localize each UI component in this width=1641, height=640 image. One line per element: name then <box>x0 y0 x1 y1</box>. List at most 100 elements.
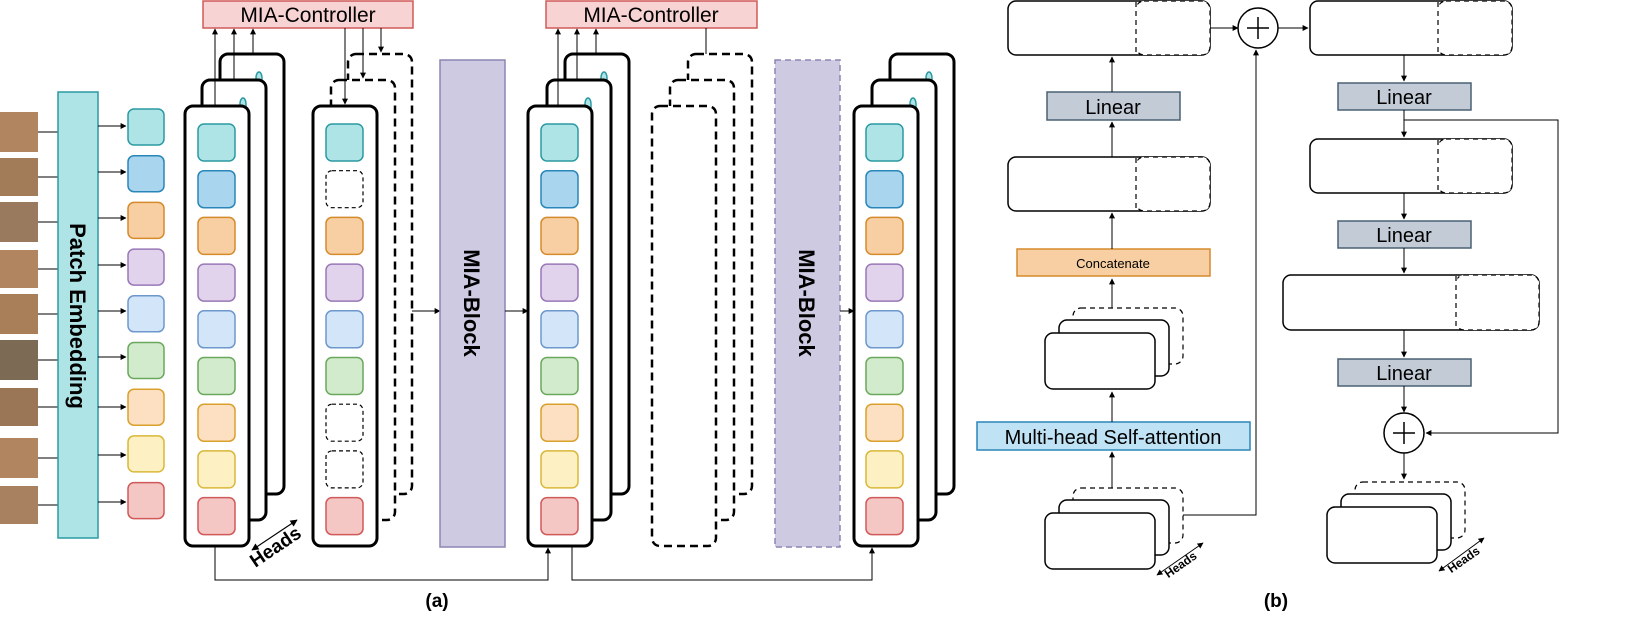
token <box>197 123 236 162</box>
linear-right-1-label: Linear <box>1376 87 1432 109</box>
patch-embedding-label: Patch Embedding <box>65 223 90 409</box>
projected-feature <box>1007 0 1211 56</box>
mhsa-block <box>976 421 1251 451</box>
token <box>197 450 236 489</box>
panel-b: Heads Multi-head Self-attention Concaten… <box>976 0 1559 612</box>
token <box>325 216 364 256</box>
heads-label-b-right: Heads <box>1445 543 1483 575</box>
token <box>197 216 236 256</box>
linear-block-left <box>1046 91 1181 121</box>
masked-token-stack-1 <box>311 52 414 548</box>
image-patch <box>0 438 38 478</box>
image-patch <box>0 294 38 334</box>
residual-feature <box>1309 0 1513 56</box>
concatenate-label: Concatenate <box>1076 256 1150 271</box>
token <box>865 216 904 256</box>
token <box>540 310 579 349</box>
token <box>325 496 364 536</box>
token <box>197 310 236 349</box>
token <box>127 295 165 333</box>
token <box>540 403 579 442</box>
token <box>127 388 165 426</box>
token <box>325 123 364 162</box>
heads-label-b-left: Heads <box>1162 548 1200 580</box>
token <box>865 169 904 209</box>
head-output-stack <box>1326 481 1466 564</box>
token <box>540 496 579 536</box>
masked-token <box>325 403 364 442</box>
linear-block-right-3 <box>1337 358 1472 387</box>
caption-a: (a) <box>425 591 448 612</box>
mlp-feature-1 <box>1309 138 1513 194</box>
mia-block-1-label: MIA-Block <box>459 249 484 357</box>
token <box>865 403 904 442</box>
token <box>865 123 904 162</box>
image-patch <box>0 112 38 152</box>
token <box>197 169 236 209</box>
token-group <box>540 123 579 536</box>
token <box>127 435 165 473</box>
image-patch <box>0 158 38 196</box>
token <box>127 201 165 240</box>
token <box>540 356 579 396</box>
mia-block-2 <box>774 59 841 548</box>
add-icon-top <box>1237 7 1279 49</box>
token <box>127 481 165 520</box>
mia-controller-1-label: MIA-Controller <box>240 4 375 27</box>
mia-block-1 <box>439 59 506 548</box>
image-patch <box>0 250 38 288</box>
token <box>127 248 165 286</box>
token <box>540 123 579 162</box>
token-group <box>325 123 364 536</box>
image-patch <box>0 486 38 524</box>
mhsa-label: Multi-head Self-attention <box>1005 427 1222 449</box>
token <box>540 263 579 302</box>
token <box>865 356 904 396</box>
linear-right-2-label: Linear <box>1376 225 1432 247</box>
token <box>540 169 579 209</box>
token-heads-stack-2 <box>526 52 631 548</box>
attention-output-stack <box>1044 307 1184 390</box>
head-input-stack <box>1044 487 1184 570</box>
concatenated-feature <box>1007 156 1211 212</box>
token <box>127 341 165 380</box>
input-image-patches <box>0 112 38 524</box>
mia-controller-2 <box>545 0 758 29</box>
token <box>865 450 904 489</box>
mia-controller-1 <box>202 0 414 29</box>
token-heads-stack-3 <box>852 52 956 548</box>
concatenate-block <box>1016 248 1211 277</box>
token <box>540 216 579 256</box>
token <box>197 263 236 302</box>
token <box>127 154 165 193</box>
masked-token-stack-2 <box>650 52 754 548</box>
linear-block-right-1 <box>1337 82 1472 111</box>
image-patch <box>0 340 38 380</box>
mlp-feature-2 <box>1282 274 1540 331</box>
masked-token <box>325 170 364 209</box>
token <box>197 356 236 396</box>
token <box>540 450 579 489</box>
token <box>197 403 236 442</box>
masked-token <box>325 450 364 489</box>
token-group <box>865 123 904 536</box>
caption-b: (b) <box>1264 591 1288 612</box>
token <box>325 356 364 396</box>
linear-left-label: Linear <box>1085 97 1141 119</box>
patch-embedding-block <box>57 91 99 539</box>
add-icon-bottom <box>1383 412 1425 454</box>
mia-controller-2-label: MIA-Controller <box>583 4 718 27</box>
token <box>197 496 236 536</box>
token-group <box>197 123 236 536</box>
token <box>127 108 165 146</box>
linear-right-3-label: Linear <box>1376 363 1432 385</box>
image-patch <box>0 388 38 426</box>
token <box>325 310 364 349</box>
token <box>325 263 364 302</box>
token-group <box>127 108 165 520</box>
token <box>865 310 904 349</box>
token-heads-stack-1 <box>183 52 286 548</box>
token <box>865 263 904 302</box>
panel-a: Patch Embedding <box>0 0 956 612</box>
